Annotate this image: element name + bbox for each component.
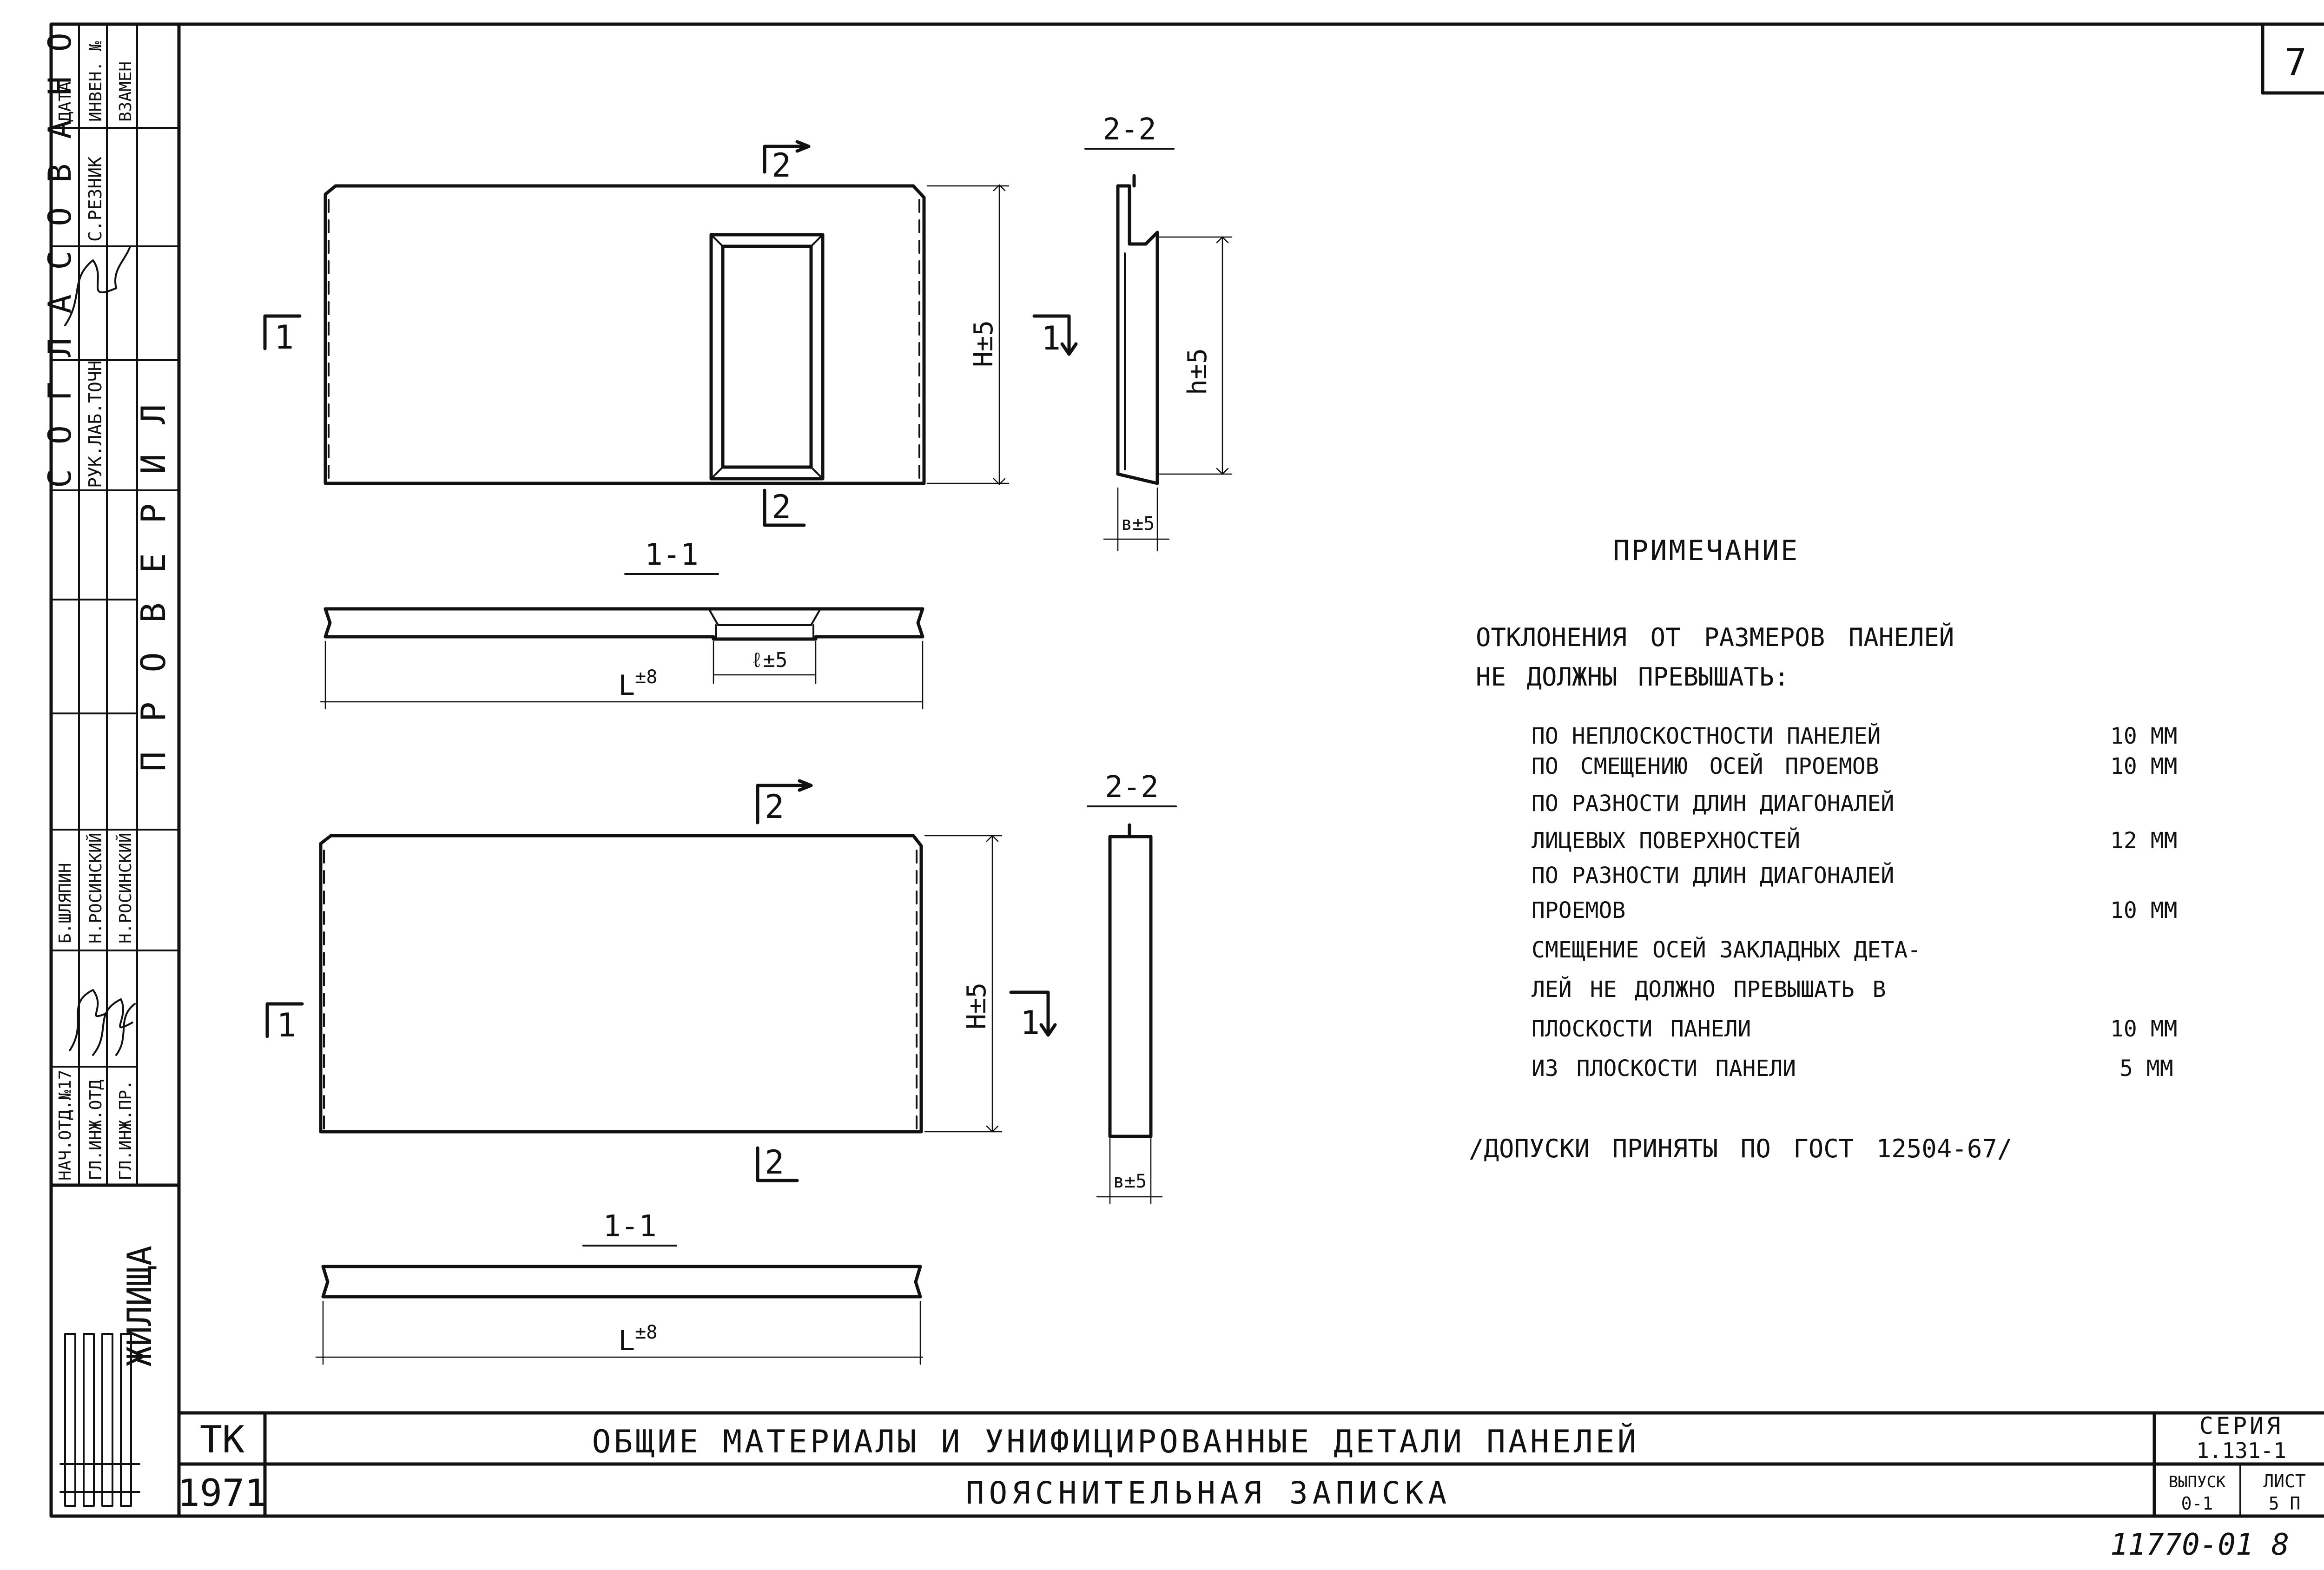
section-22-bottom-label: 2-2	[1105, 770, 1159, 805]
note-item-6: ПРОЕМОВ	[1532, 897, 1625, 924]
checker-role-3: ГЛ.ИНЖ.ПР.	[116, 1080, 135, 1181]
note-item-7: СМЕЩЕНИЕ ОСЕЙ ЗАКЛАДНЫХ ДЕТА-	[1532, 937, 1921, 963]
dim-h: h±5	[1182, 348, 1213, 395]
sheet-frame	[49, 22, 2324, 1518]
section-11-top-label: 1-1	[645, 538, 699, 572]
section-11-top	[320, 573, 924, 710]
dim-b-top: в±5	[1121, 513, 1155, 534]
dim-L-bottom: L±8	[618, 1322, 657, 1357]
note-item-1: ПО НЕПЛОСКОСТНОСТИ ПАНЕЛЕЙ	[1532, 723, 1881, 749]
issue-label: ВЫПУСК	[2169, 1473, 2226, 1491]
note-value-2: 10 ММ	[2110, 753, 2178, 779]
panel-bottom-elevation	[265, 779, 1057, 1182]
note-item-4: ЛИЦЕВЫХ ПОВЕРХНОСТЕЙ	[1532, 827, 1800, 854]
stamp-header-inv: ИНВЕН. №	[86, 41, 106, 122]
panel-top-elevation	[263, 140, 1078, 527]
issue-value: 0-1	[2181, 1493, 2213, 1514]
checker-name-3: Н.РОСИНСКИЙ	[116, 833, 135, 943]
note-item-2: ПО СМЕЩЕНИЮ ОСЕЙ ПРОЕМОВ	[1532, 753, 1879, 779]
series-value: 1.131-1	[2196, 1438, 2286, 1463]
checker-role-2: ГЛ.ИНЖ.ОТД	[86, 1080, 106, 1181]
agreed-role-2: С.РЕЗНИК	[85, 157, 106, 242]
dim-l: ℓ±5	[751, 648, 787, 672]
note-value-10: 5 ММ	[2119, 1055, 2173, 1082]
checker-role-1: НАЧ.ОТД.№17	[56, 1070, 75, 1181]
note-intro-2: НЕ ДОЛЖНЫ ПРЕВЫШАТЬ:	[1476, 662, 1789, 692]
checker-name-1: Б.ШЛЯПИН	[56, 863, 75, 943]
dim-H-top: H±5	[969, 320, 999, 367]
stamp-column	[49, 23, 181, 1187]
checked-title: П Р О В Е Р И Л	[134, 400, 173, 772]
org-suffix: ЖИЛИЩА	[120, 1246, 159, 1366]
notes-block: ПРИМЕЧАНИЕ ОТКЛОНЕНИЯ ОТ РАЗМЕРОВ ПАНЕЛЕ…	[1469, 534, 2178, 1163]
note-item-8: ЛЕЙ НЕ ДОЛЖНО ПРЕВЫШАТЬ В	[1532, 976, 1886, 1003]
stamp-header-date: ДАТА	[56, 81, 75, 122]
dim-L-top: L±8	[618, 666, 657, 702]
signature-scribbles	[64, 245, 136, 1056]
note-item-10: ИЗ ПЛОСКОСТИ ПАНЕЛИ	[1532, 1055, 1796, 1082]
section-22-top-label: 2-2	[1103, 112, 1156, 147]
note-title: ПРИМЕЧАНИЕ	[1613, 534, 1799, 567]
subtitle: ПОЯСНИТЕЛЬНАЯ ЗАПИСКА	[966, 1475, 1451, 1511]
mark-bottom-upper: 2	[765, 788, 784, 826]
sheet-label: ЛИСТ	[2263, 1471, 2306, 1491]
archive-number: 11770-01 8	[2110, 1528, 2289, 1562]
mark-top-right: 1	[1041, 319, 1061, 357]
main-title: ОБЩИЕ МАТЕРИАЛЫ И УНИФИЦИРОВАННЫЕ ДЕТАЛИ…	[592, 1423, 1639, 1460]
org-logo	[59, 1333, 140, 1507]
sheet-value: 5 П	[2269, 1493, 2301, 1514]
section-22-bottom	[1087, 805, 1177, 1205]
mark-bottom-right: 1	[1020, 1004, 1040, 1042]
section-11-bottom	[315, 1245, 924, 1365]
note-footer: /ДОПУСКИ ПРИНЯТЫ ПО ГОСТ 12504-67/	[1469, 1134, 2012, 1163]
note-value-4: 12 ММ	[2110, 828, 2178, 854]
agreed-role-1: РУК.ЛАБ.ТОЧН	[85, 360, 106, 488]
note-value-1: 10 ММ	[2110, 723, 2178, 749]
note-item-5: ПО РАЗНОСТИ ДЛИН ДИАГОНАЛЕЙ	[1532, 862, 1894, 889]
note-item-9: ПЛОСКОСТИ ПАНЕЛИ	[1532, 1016, 1751, 1042]
mark-top-left: 1	[274, 318, 294, 356]
note-value-9: 10 ММ	[2110, 1016, 2178, 1042]
dim-b-bottom: в±5	[1113, 1171, 1147, 1192]
sheet-number: 7	[2284, 41, 2307, 84]
note-intro-1: ОТКЛОНЕНИЯ ОТ РАЗМЕРОВ ПАНЕЛЕЙ	[1476, 623, 1954, 652]
note-value-6: 10 ММ	[2110, 897, 2178, 924]
dim-H-bottom: H±5	[962, 983, 992, 1029]
title-block-frame	[177, 1411, 2324, 1518]
title-year: 1971	[178, 1471, 267, 1515]
stamp-header-replace: ВЗАМЕН	[116, 61, 135, 122]
mark-bottom-left: 1	[277, 1006, 296, 1044]
agreed-title: С О Г Л А С О В А Н О	[42, 30, 79, 488]
section-11-bottom-label: 1-1	[603, 1209, 657, 1244]
checker-name-2: Н.РОСИНСКИЙ	[86, 833, 106, 943]
series-label: СЕРИЯ	[2199, 1412, 2284, 1439]
mark-top-lower: 2	[772, 488, 791, 526]
mark-bottom-lower: 2	[765, 1143, 784, 1181]
mark-top-upper: 2	[772, 146, 791, 185]
note-item-3: ПО РАЗНОСТИ ДЛИН ДИАГОНАЛЕЙ	[1532, 790, 1894, 817]
title-code: ТК	[200, 1418, 244, 1461]
section-22-top	[1084, 148, 1233, 552]
